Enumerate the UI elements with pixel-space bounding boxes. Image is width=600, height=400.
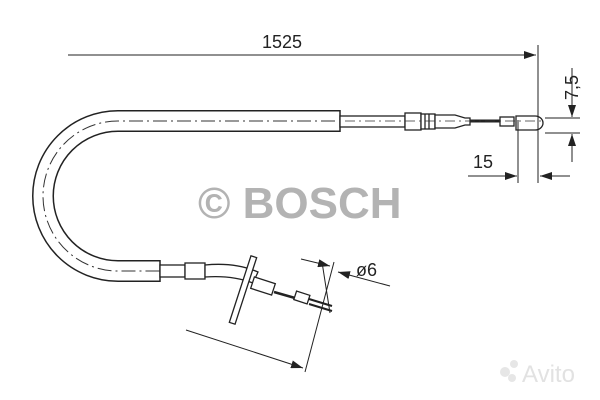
dimension-lines bbox=[68, 45, 580, 373]
offset-dimension-label: 7,5 bbox=[562, 75, 582, 100]
bottom-end-fitting bbox=[159, 254, 333, 326]
bosch-logo: © BOSCH bbox=[198, 179, 402, 228]
cable-sheath bbox=[32, 110, 341, 282]
diameter-dimension-label: ø6 bbox=[356, 260, 377, 280]
avito-watermark-text: Avito bbox=[522, 361, 575, 388]
avito-watermark: Avito bbox=[500, 360, 575, 388]
length-dimension-label: 1525 bbox=[262, 32, 302, 52]
top-end-fitting bbox=[339, 112, 545, 131]
end-length-dimension-label: 15 bbox=[473, 152, 493, 172]
